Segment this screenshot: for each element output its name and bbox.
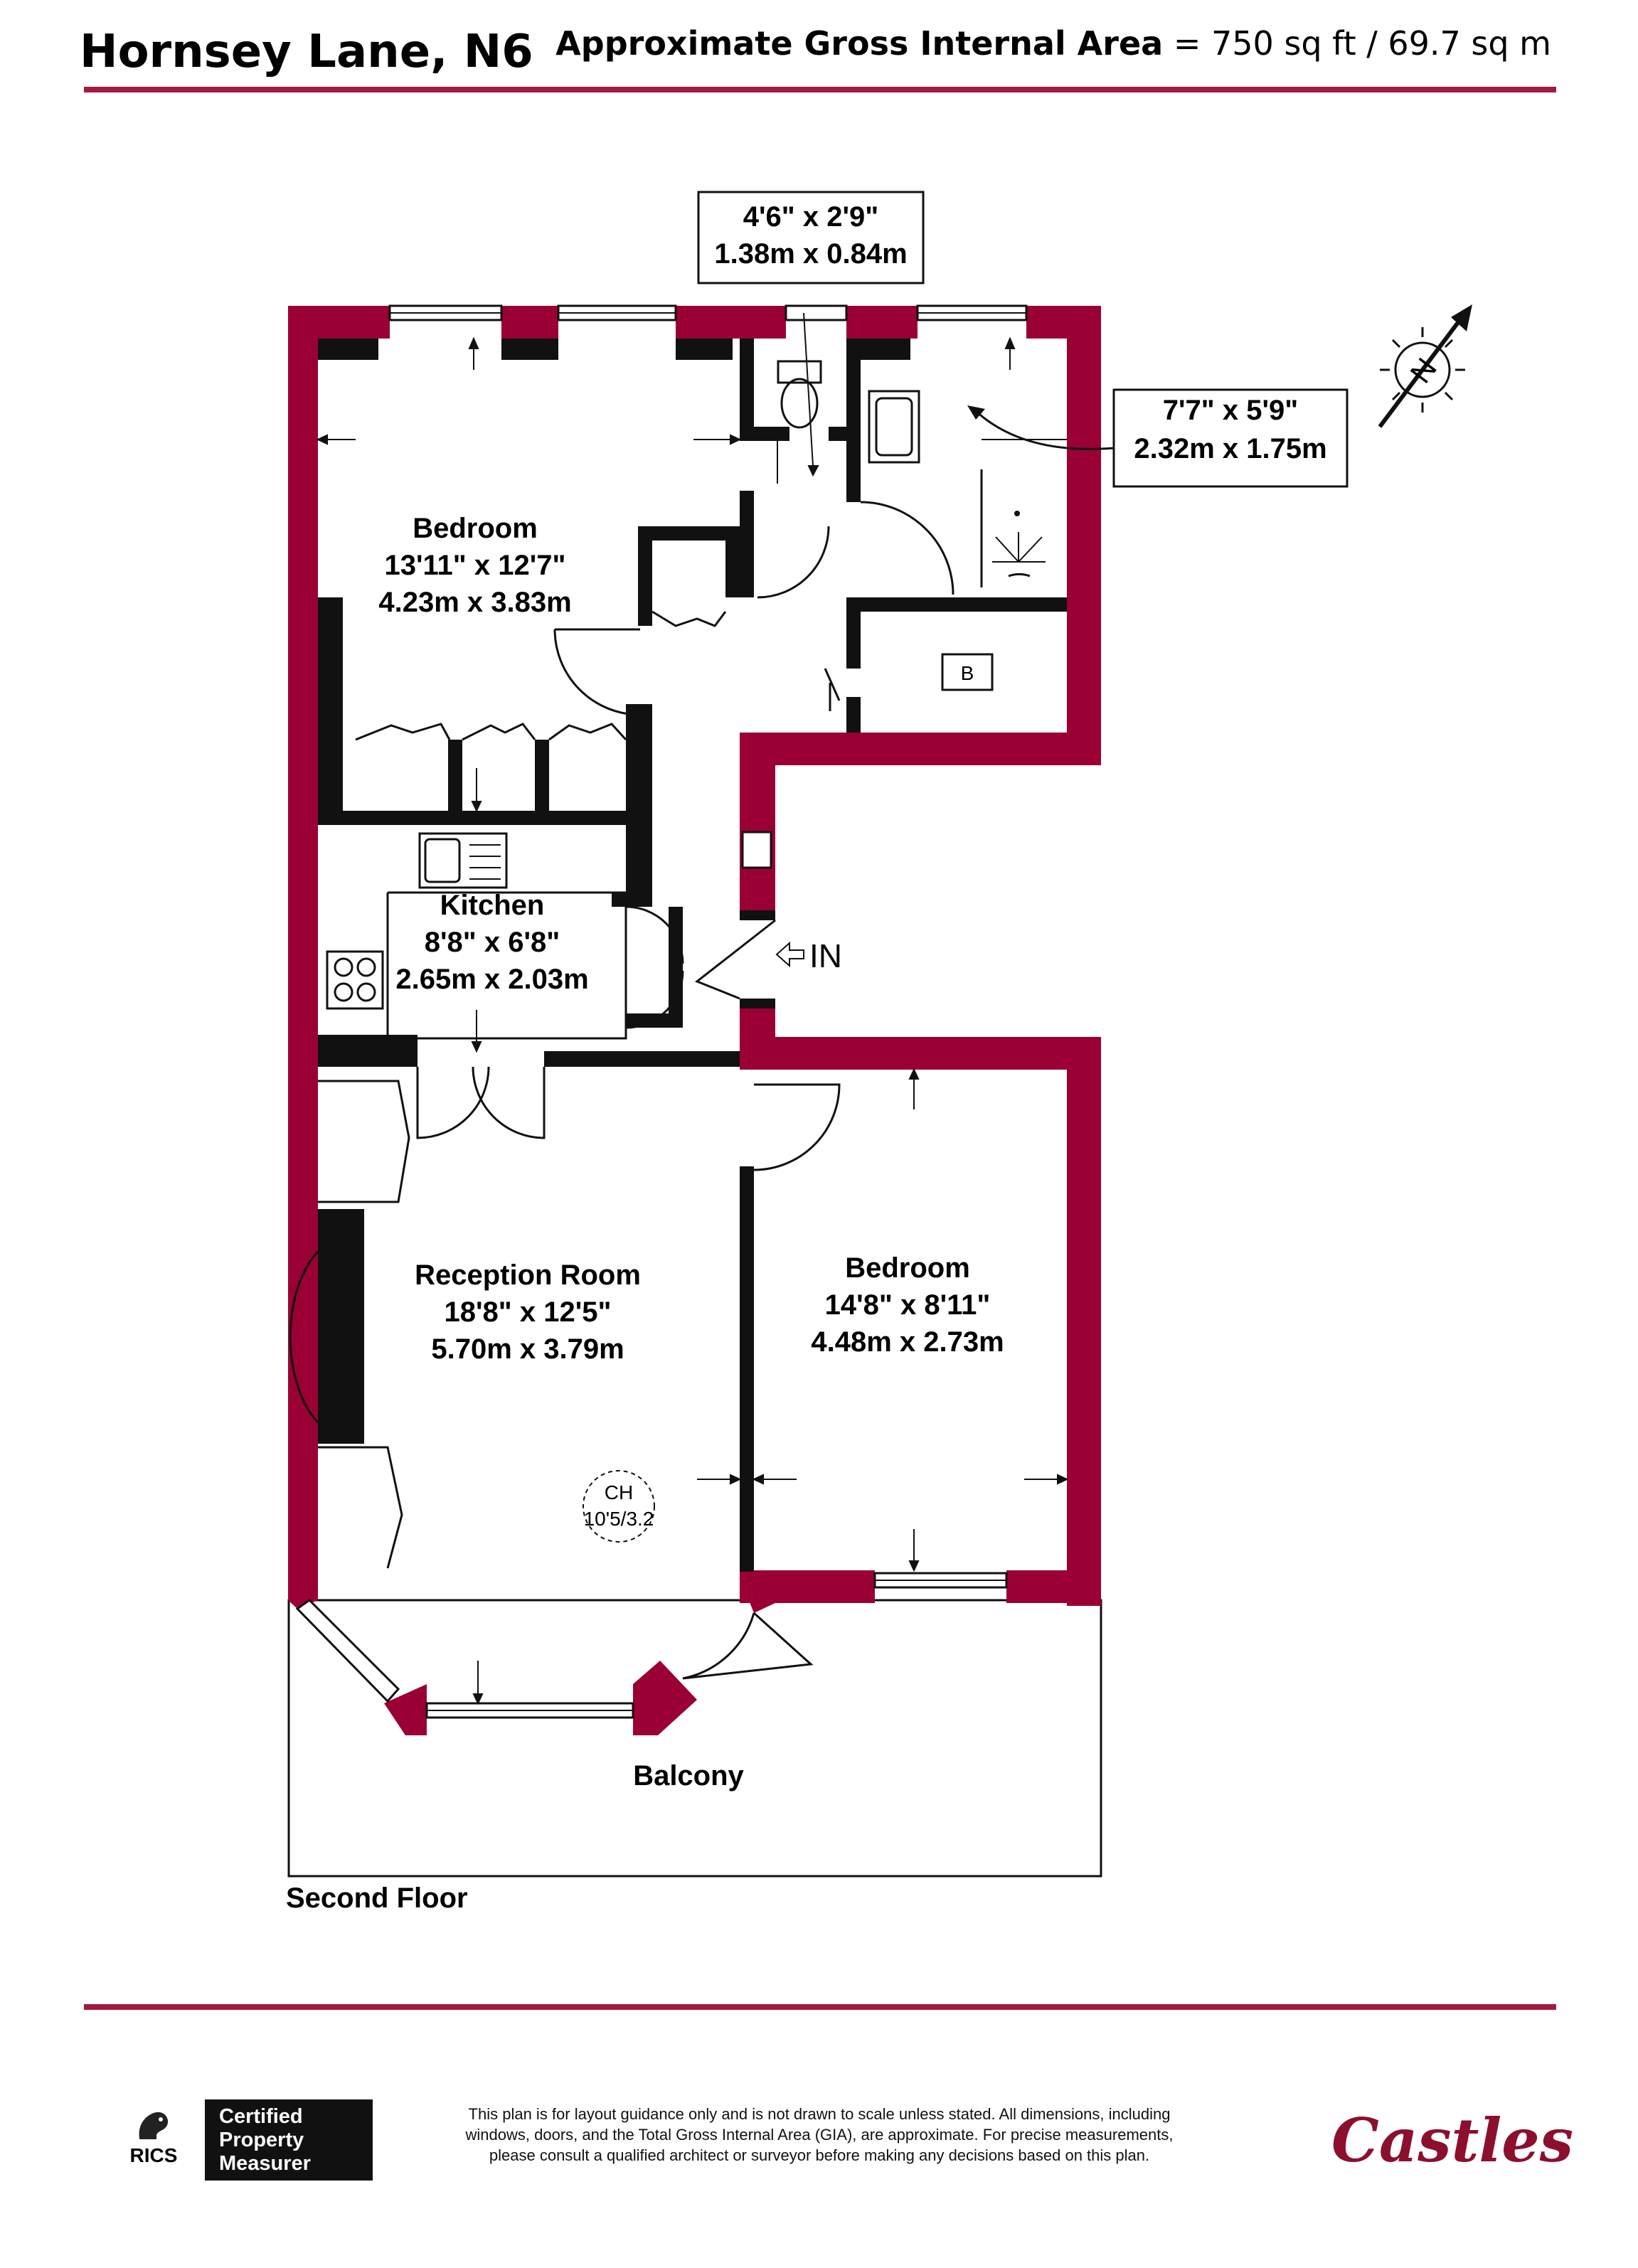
bedroom1-imperial: 13'11" x 12'7" bbox=[385, 550, 566, 581]
bathroom-metric: 2.32m x 1.75m bbox=[1134, 433, 1326, 464]
door-swings bbox=[289, 501, 954, 1680]
footer-rule bbox=[84, 2004, 1556, 2010]
entrance-label: IN bbox=[809, 937, 842, 974]
area-label: Approximate Gross Internal Area bbox=[555, 24, 1164, 63]
exterior-walls bbox=[288, 306, 1101, 1735]
ceiling-height-code: CH bbox=[605, 1481, 633, 1503]
compass: N bbox=[1378, 304, 1472, 428]
rics-logo: RICS bbox=[119, 2107, 188, 2167]
kitchen-imperial: 8'8" x 6'8" bbox=[425, 927, 560, 958]
bathroom-callout bbox=[1112, 388, 1349, 488]
bedroom2-name: Bedroom bbox=[845, 1252, 970, 1284]
balcony-name: Balcony bbox=[633, 1760, 744, 1791]
bedroom1-metric: 4.23m x 3.83m bbox=[378, 587, 571, 618]
boiler-box bbox=[941, 653, 994, 691]
area-value: = 750 sq ft / 69.7 sq m bbox=[1173, 24, 1551, 63]
basin bbox=[868, 390, 920, 464]
wc-imperial: 4'6" x 2'9" bbox=[743, 201, 878, 233]
shower bbox=[980, 469, 1046, 587]
disclaimer-line1: This plan is for layout guidance only an… bbox=[468, 2105, 1171, 2123]
bedroom2-metric: 4.48m x 2.73m bbox=[811, 1326, 1004, 1358]
interior-walls bbox=[318, 339, 1067, 1572]
kitchen-name: Kitchen bbox=[440, 890, 545, 921]
floor-name: Second Floor bbox=[286, 1883, 468, 1914]
kitchen-metric: 2.65m x 2.03m bbox=[395, 964, 588, 995]
kitchen-hob bbox=[326, 950, 384, 1010]
badge-line3: Measurer bbox=[219, 2152, 311, 2175]
reception-name: Reception Room bbox=[415, 1260, 641, 1291]
kitchen-sink bbox=[418, 832, 508, 889]
ceiling-height-value: 10'5/3.2 bbox=[584, 1508, 654, 1530]
bathroom-imperial: 7'7" x 5'9" bbox=[1163, 395, 1298, 426]
reception-cupboards bbox=[318, 1080, 410, 1569]
dimension-markers bbox=[316, 312, 1069, 1705]
bathroom-pointer-head bbox=[967, 405, 985, 420]
bedroom1-name: Bedroom bbox=[413, 513, 538, 544]
gross-internal-area: Approximate Gross Internal Area = 750 sq… bbox=[555, 24, 1551, 63]
badge-line1: Certified bbox=[219, 2105, 303, 2128]
disclaimer-line2: windows, doors, and the Total Gross Inte… bbox=[465, 2126, 1174, 2144]
reception-metric: 5.70m x 3.79m bbox=[431, 1333, 624, 1365]
bedroom2-imperial: 14'8" x 8'11" bbox=[825, 1289, 991, 1321]
disclaimer: This plan is for layout guidance only an… bbox=[414, 2104, 1225, 2166]
wc-toilet bbox=[777, 360, 822, 429]
kitchen-counter bbox=[386, 891, 627, 1040]
wc-metric: 1.38m x 0.84m bbox=[714, 238, 907, 270]
ceiling-height-marker bbox=[583, 1470, 655, 1543]
property-address: Hornsey Lane, N6 bbox=[80, 26, 533, 78]
top-windows bbox=[295, 304, 1028, 1719]
wc-callout bbox=[697, 191, 925, 284]
certified-property-measurer-badge: Certified Property Measurer bbox=[205, 2099, 373, 2181]
boiler-label: B bbox=[961, 662, 974, 684]
castles-logo: Castles bbox=[1331, 2105, 1574, 2176]
balcony-outline bbox=[287, 1599, 1102, 1878]
header-rule bbox=[84, 87, 1556, 92]
entrance-arrow bbox=[775, 941, 804, 968]
badge-line2: Property bbox=[219, 2129, 304, 2151]
reception-imperial: 18'8" x 12'5" bbox=[445, 1297, 612, 1328]
rics-lion-icon bbox=[139, 2112, 169, 2139]
radiator bbox=[741, 831, 772, 869]
bathroom-pointer bbox=[974, 410, 1115, 450]
wardrobe bbox=[355, 610, 727, 741]
disclaimer-line3: please consult a qualified architect or … bbox=[489, 2146, 1150, 2164]
rics-text: RICS bbox=[129, 2144, 178, 2166]
